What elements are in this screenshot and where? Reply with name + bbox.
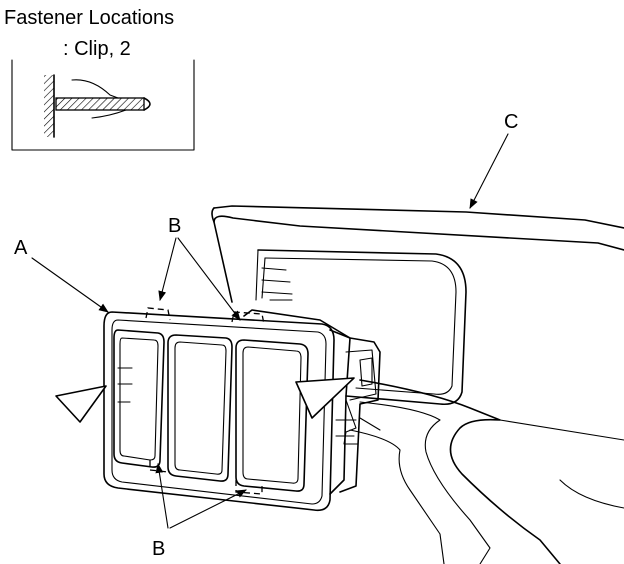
push-point-right-marker <box>295 377 355 419</box>
leader-b-top-2 <box>177 237 241 321</box>
push-point-left-marker <box>55 385 107 423</box>
fastener-legend: Fastener Locations : Clip, 2 <box>4 7 195 151</box>
leader-a <box>31 257 109 313</box>
legend-title: Fastener Locations <box>4 7 174 29</box>
callout-c: C <box>504 111 518 133</box>
legend-frame <box>11 59 195 151</box>
legend-subtitle: : Clip, 2 <box>63 38 131 60</box>
leader-b-bottom-2 <box>169 489 247 529</box>
callout-b-top: B <box>168 215 181 237</box>
clip-icon <box>44 74 151 138</box>
callout-a: A <box>14 237 28 259</box>
dashboard-panel <box>211 205 624 564</box>
leader-b-top-1 <box>158 237 177 301</box>
vent-assembly <box>103 307 381 512</box>
leader-b-bottom-1 <box>155 463 169 529</box>
leader-c <box>469 133 509 209</box>
callout-b-bottom: B <box>152 538 165 560</box>
